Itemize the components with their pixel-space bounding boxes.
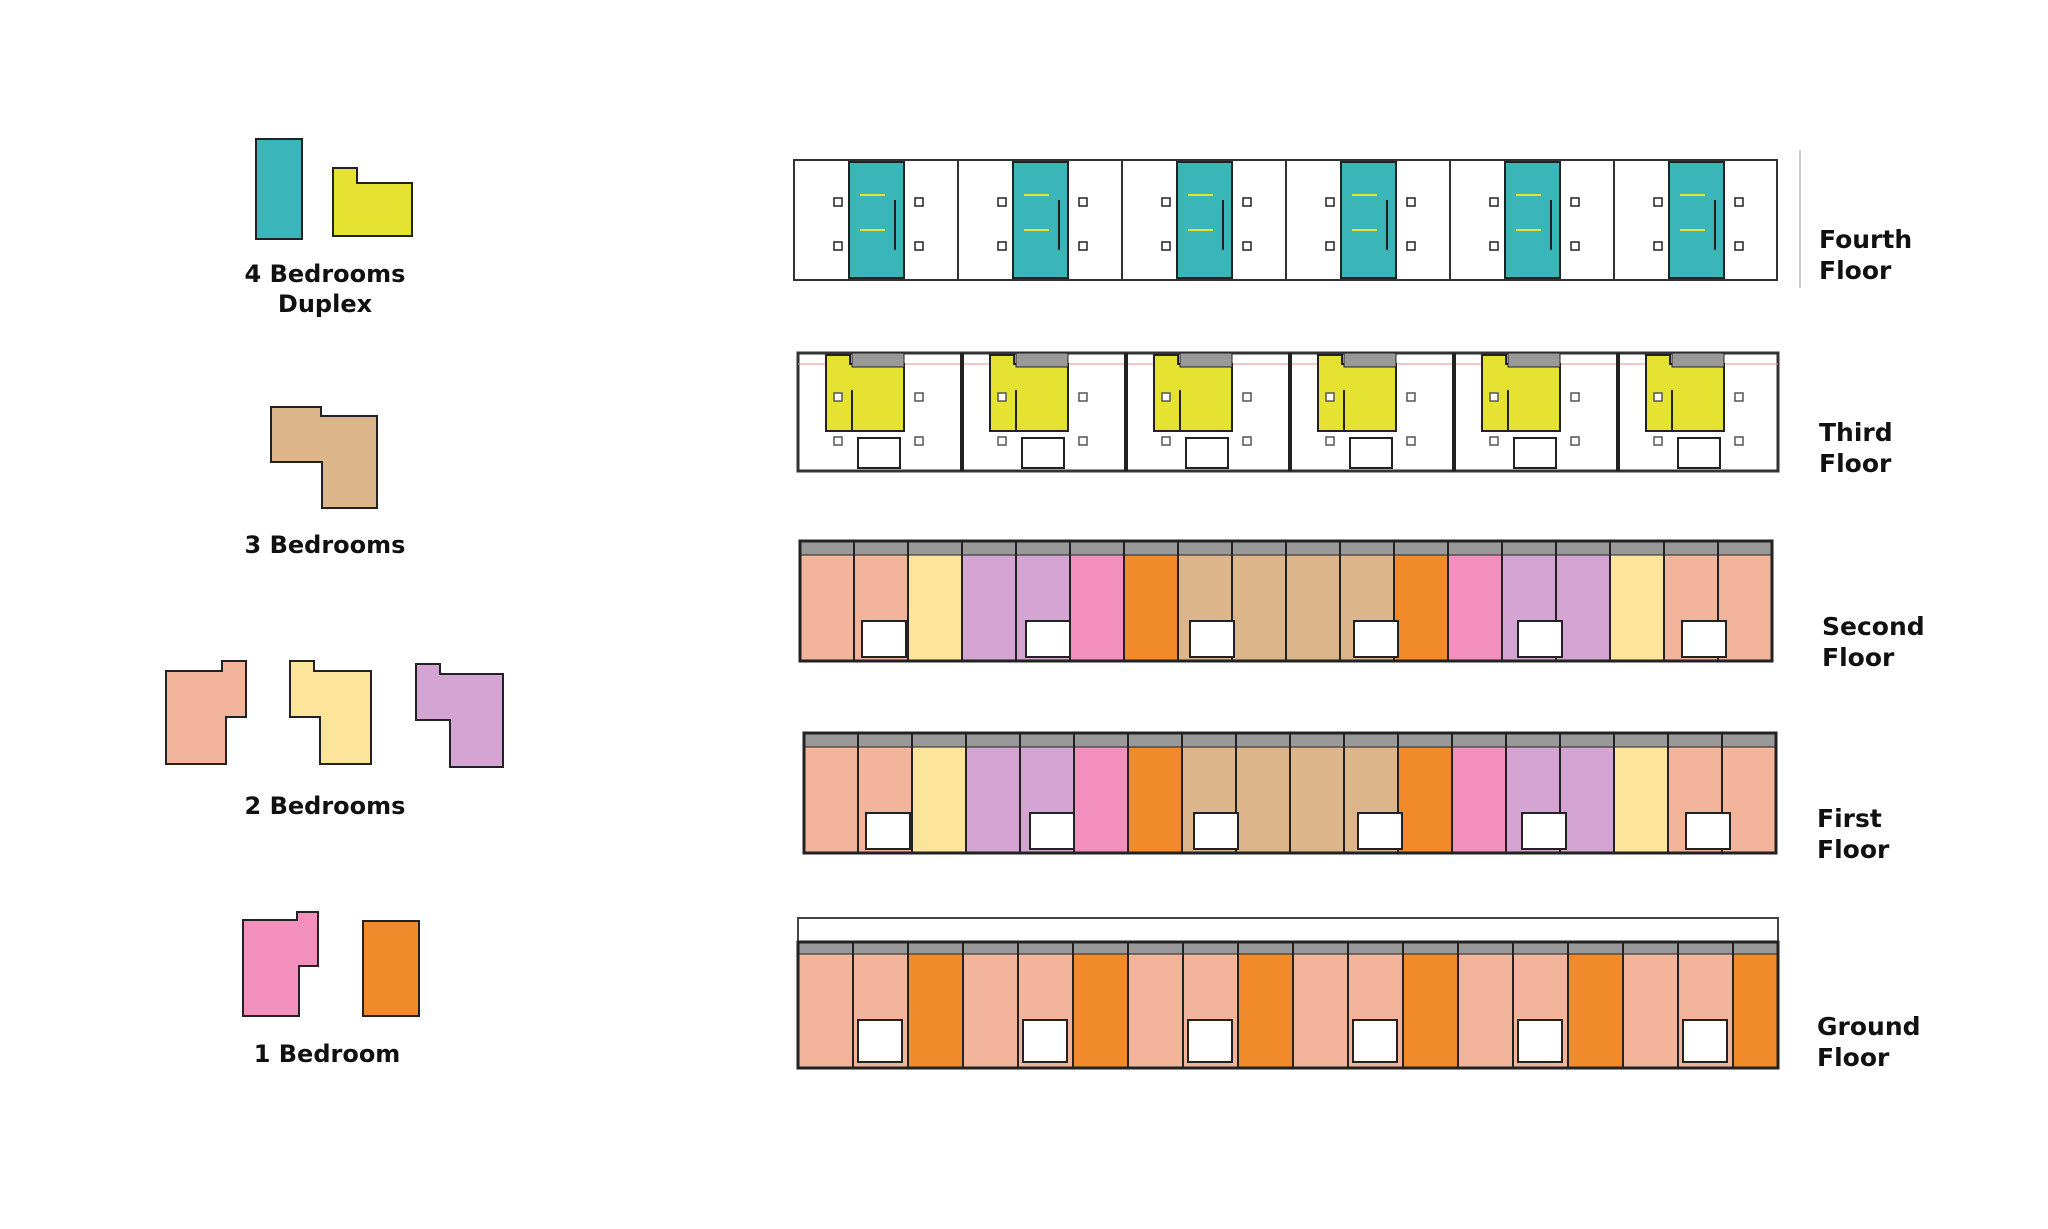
legend: 4 Bedrooms Duplex 3 Bedrooms 2 Bedrooms … [165, 138, 504, 1068]
plan-fourth-floor [793, 150, 1801, 288]
third-floor-unit [1317, 352, 1456, 471]
legend-swatch-1bed-pink [242, 911, 319, 1017]
floor-label-first-line2: Floor [1817, 835, 1890, 864]
legend-label-duplex: Duplex [278, 290, 373, 318]
legend-swatch-2bed-lilac [415, 663, 504, 768]
third-floor-unit [989, 352, 1128, 471]
legend-label-2bed: 2 Bedrooms [245, 792, 406, 820]
floor-label-fourth-line1: Fourth [1819, 225, 1912, 254]
third-floor-unit [1153, 352, 1292, 471]
plan-third-floor [796, 351, 1780, 473]
plan-first-floor [802, 731, 1778, 855]
plan-second-floor [798, 539, 1774, 663]
fourth-floor-unit [1489, 160, 1615, 280]
legend-swatch-3bed-tan [270, 406, 378, 509]
fourth-floor-unit-row [833, 160, 1744, 280]
legend-swatch-2bed-cream [289, 660, 372, 765]
floor-label-first-line1: First [1817, 804, 1882, 833]
floor-label-second-line2: Floor [1822, 643, 1895, 672]
legend-swatch-4bed-yellow [332, 167, 413, 237]
third-floor-unit [1481, 352, 1620, 471]
first-floor-unit-row [804, 733, 1776, 853]
fourth-floor-unit [1325, 160, 1451, 280]
fourth-floor-unit [833, 160, 959, 280]
floor-label-third-line2: Floor [1819, 449, 1892, 478]
fourth-floor-unit [997, 160, 1123, 280]
third-floor-unit [1645, 352, 1744, 469]
floor-label-third-line1: Third [1819, 418, 1893, 447]
legend-label-3bed: 3 Bedrooms [245, 531, 406, 559]
fourth-floor-unit [1161, 160, 1287, 280]
floor-label-ground-line2: Floor [1817, 1043, 1890, 1072]
floor-label-ground-line1: Ground [1817, 1012, 1921, 1041]
ground-floor-unit-row [798, 942, 1778, 1068]
legend-swatch-2bed-salmon [165, 660, 247, 765]
legend-label-1bed: 1 Bedroom [254, 1040, 401, 1068]
legend-swatch-1bed-orange [362, 920, 420, 1017]
floor-labels: Fourth Floor Third Floor Second Floor Fi… [1817, 225, 1925, 1072]
fourth-floor-unit [1653, 161, 1744, 279]
third-floor-unit [825, 352, 964, 471]
legend-swatch-4bed-teal [255, 138, 303, 240]
floor-label-second-line1: Second [1822, 612, 1925, 641]
legend-label-4bed: 4 Bedrooms [245, 260, 406, 288]
floor-label-fourth-line2: Floor [1819, 256, 1892, 285]
plan-ground-floor [796, 917, 1780, 1070]
third-floor-unit-row [825, 352, 1744, 471]
